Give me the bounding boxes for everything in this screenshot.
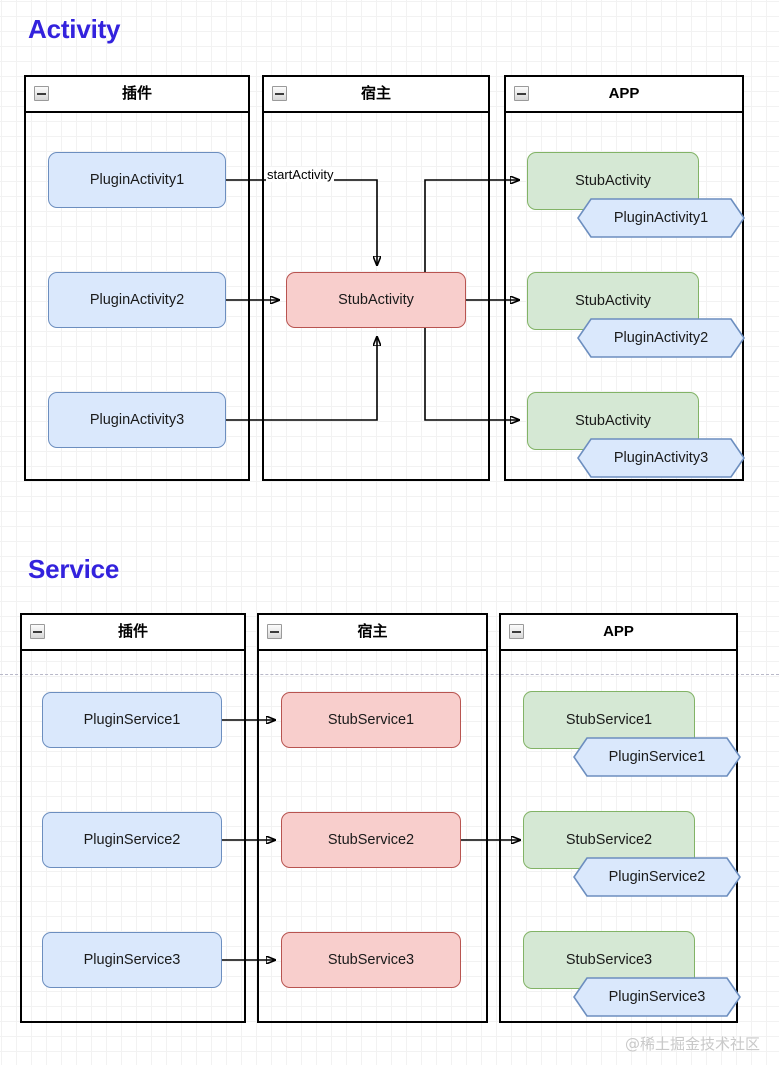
lane-title: 宿主 (360, 85, 391, 102)
hex-label: PluginService2 (608, 869, 706, 885)
lane-header: APP (501, 615, 736, 651)
hex-plugin-activity-3[interactable]: PluginActivity3 (577, 438, 745, 478)
lane-header: 插件 (26, 77, 248, 113)
node-host-stub-service-2[interactable]: StubService2 (281, 812, 461, 868)
edge-label-start-activity: startActivity (266, 167, 335, 182)
minus-box-icon[interactable] (509, 624, 524, 639)
hex-plugin-activity-1[interactable]: PluginActivity1 (577, 198, 745, 238)
minus-box-icon[interactable] (272, 86, 287, 101)
service-lane-app[interactable]: APP (499, 613, 738, 1023)
node-plugin-activity-3[interactable]: PluginActivity3 (48, 392, 226, 448)
node-plugin-service-2[interactable]: PluginService2 (42, 812, 222, 868)
minus-box-icon[interactable] (514, 86, 529, 101)
hex-label: PluginActivity2 (613, 330, 709, 346)
hex-label: PluginService3 (608, 989, 706, 1005)
hex-label: PluginActivity3 (613, 450, 709, 466)
hex-label: PluginActivity1 (613, 210, 709, 226)
hex-plugin-service-3[interactable]: PluginService3 (573, 977, 741, 1017)
hex-plugin-service-1[interactable]: PluginService1 (573, 737, 741, 777)
minus-box-icon[interactable] (267, 624, 282, 639)
lane-title: 插件 (117, 623, 148, 640)
lane-title: APP (608, 85, 640, 102)
hex-label: PluginService1 (608, 749, 706, 765)
lane-header: 插件 (22, 615, 244, 651)
section-heading-activity: Activity (28, 14, 121, 44)
minus-box-icon[interactable] (34, 86, 49, 101)
dashed-guide-line (0, 674, 779, 675)
node-plugin-service-1[interactable]: PluginService1 (42, 692, 222, 748)
minus-box-icon[interactable] (30, 624, 45, 639)
lane-header: 宿主 (259, 615, 486, 651)
service-lane-host[interactable]: 宿主 (257, 613, 488, 1023)
activity-lane-plugin[interactable]: 插件 (24, 75, 250, 481)
node-host-stub-service-3[interactable]: StubService3 (281, 932, 461, 988)
section-heading-service: Service (28, 554, 120, 584)
lane-header: APP (506, 77, 742, 113)
lane-title: APP (603, 623, 634, 640)
node-app-stub-activity-2[interactable]: StubActivity (527, 272, 699, 330)
node-host-stub-service-1[interactable]: StubService1 (281, 692, 461, 748)
node-host-stub-activity[interactable]: StubActivity (286, 272, 466, 328)
lane-header: 宿主 (264, 77, 488, 113)
node-plugin-activity-2[interactable]: PluginActivity2 (48, 272, 226, 328)
node-plugin-service-3[interactable]: PluginService3 (42, 932, 222, 988)
watermark-text: @稀土掘金技术社区 (625, 1035, 761, 1053)
hex-plugin-activity-2[interactable]: PluginActivity2 (577, 318, 745, 358)
service-lane-plugin[interactable]: 插件 (20, 613, 246, 1023)
hex-plugin-service-2[interactable]: PluginService2 (573, 857, 741, 897)
lane-title: 宿主 (357, 623, 388, 640)
node-plugin-activity-1[interactable]: PluginActivity1 (48, 152, 226, 208)
lane-title: 插件 (121, 85, 152, 102)
